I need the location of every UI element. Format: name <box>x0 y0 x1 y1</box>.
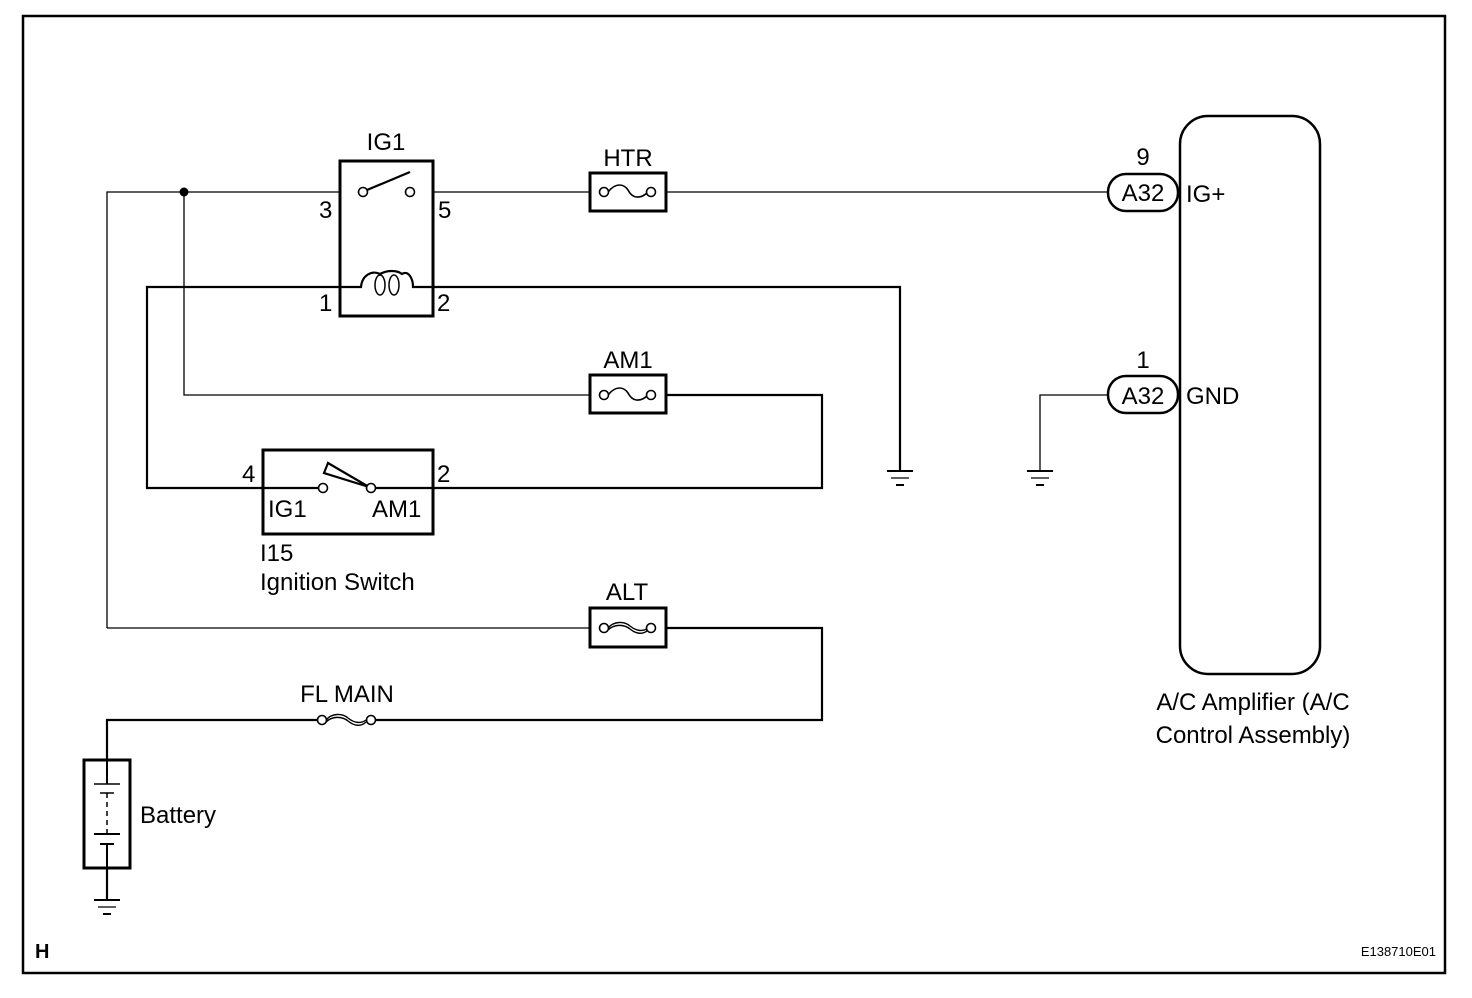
ignition-switch-pin-4: 4 <box>242 461 255 488</box>
wire-alt-to-fl-main <box>372 626 824 722</box>
relay-pin-2: 2 <box>437 290 450 317</box>
fuse-alt-label: ALT <box>606 579 649 606</box>
ground-icon <box>1027 470 1053 486</box>
connector-signal: GND <box>1186 383 1239 410</box>
battery: Battery <box>82 758 216 870</box>
wire-switch-pin4-to-relay-pin1 <box>145 285 340 490</box>
fuse-am1-label: AM1 <box>603 347 652 374</box>
figure-code: E138710E01 <box>1361 944 1436 959</box>
wire-am1-to-switch-pin2 <box>433 393 824 490</box>
wire-fl-main-to-battery <box>105 718 320 760</box>
fuse-alt: ALT <box>588 579 668 649</box>
wire-a32-gnd-to-ground <box>1039 394 1108 470</box>
connector-a32-pin1: 1 A32 GND <box>1106 347 1239 415</box>
fuse-alt-body <box>588 606 668 649</box>
relay-name: IG1 <box>367 129 406 156</box>
relay-body <box>338 159 435 318</box>
wire-relay-pin2-to-ground <box>433 285 902 470</box>
connector-code: A32 <box>1122 180 1165 207</box>
switch-lever-icon <box>317 461 377 494</box>
wire-battery-to-relay-pin3 <box>106 191 340 628</box>
ignition-switch-code: I15 <box>260 540 293 567</box>
connector-code: A32 <box>1122 383 1165 410</box>
fuse-htr-label: HTR <box>603 145 652 172</box>
relay-ig1: IG1 3 5 1 2 <box>319 129 451 318</box>
ignition-switch-contact-am1: AM1 <box>372 496 421 523</box>
relay-pin-5: 5 <box>438 197 451 224</box>
ignition-switch-contact-ig1: IG1 <box>268 496 307 523</box>
fuse-fl-main-label: FL MAIN <box>300 681 394 708</box>
fuse-icon <box>598 387 657 401</box>
connector-oval <box>1106 172 1180 213</box>
relay-switch-icon <box>357 170 416 198</box>
fusible-link-icon <box>316 713 377 726</box>
ignition-switch-name: Ignition Switch <box>260 569 415 596</box>
fuse-htr-body <box>588 171 668 213</box>
wire-junction-to-am1 <box>183 192 590 396</box>
ground-icon <box>94 899 120 915</box>
wires <box>105 191 1108 900</box>
ignition-switch-body <box>261 448 435 536</box>
connector-pin-number: 1 <box>1136 347 1149 374</box>
ignition-switch: 4 2 IG1 AM1 I15 Ignition Switch <box>242 448 450 596</box>
junction-dot-icon <box>179 187 189 197</box>
sheet-letter: H <box>35 941 49 963</box>
fuse-fl-main: FL MAIN <box>300 681 394 726</box>
battery-label: Battery <box>140 802 216 829</box>
ac-amplifier-name-line1: A/C Amplifier (A/C <box>1156 689 1349 716</box>
ground-icon <box>887 470 913 486</box>
fuse-icon <box>598 184 657 198</box>
connector-a32-pin9: 9 A32 IG+ <box>1106 144 1225 213</box>
relay-pin-3: 3 <box>319 197 332 224</box>
fuse-am1-body <box>588 373 668 415</box>
ac-amplifier-body <box>1178 114 1322 676</box>
ac-amplifier: A/C Amplifier (A/C Control Assembly) 9 A… <box>1106 114 1351 749</box>
ac-amplifier-name-line2: Control Assembly) <box>1156 722 1351 749</box>
relay-coil-icon <box>340 269 433 296</box>
fusible-link-icon <box>598 621 657 634</box>
fuse-am1: AM1 <box>588 347 668 415</box>
connector-signal: IG+ <box>1186 181 1225 208</box>
connector-pin-number: 9 <box>1136 144 1149 171</box>
diagram-frame <box>21 14 1447 975</box>
battery-cells-icon <box>94 760 120 868</box>
ignition-switch-pin-2: 2 <box>437 461 450 488</box>
fuse-htr: HTR <box>588 145 668 213</box>
relay-pin-1: 1 <box>319 290 332 317</box>
connector-oval <box>1106 374 1180 415</box>
